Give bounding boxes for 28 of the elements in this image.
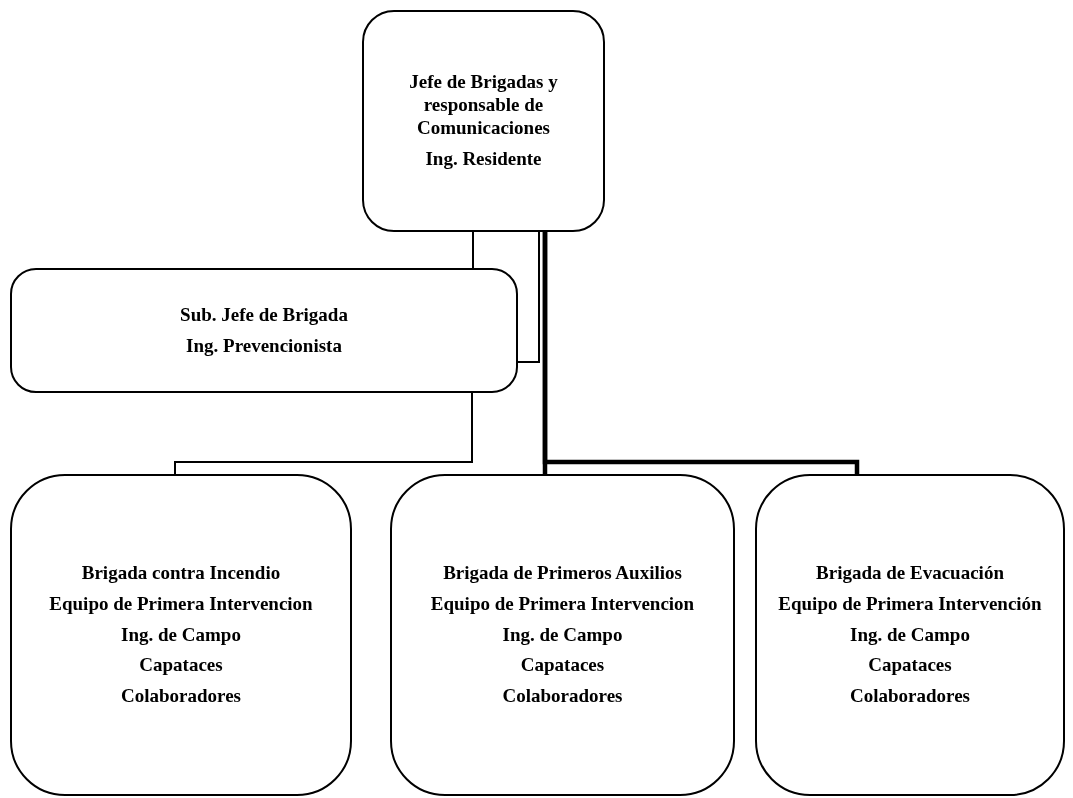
connector-line <box>517 231 540 363</box>
role-detail: Equipo de Primera Intervencion <box>430 592 695 616</box>
org-box <box>10 474 352 796</box>
role-detail: Ing. de Campo <box>121 623 241 647</box>
role-detail: Colaboradores <box>850 685 970 708</box>
connector-line <box>472 231 474 269</box>
role-detail: Colaboradores <box>121 685 241 708</box>
role-detail: Capataces <box>868 654 952 678</box>
role-detail: Ing. de Campo <box>502 623 623 647</box>
org-box <box>362 10 605 232</box>
org-box <box>390 474 735 796</box>
role-title: Brigada contra Incendio <box>81 562 281 585</box>
connector-line <box>542 232 860 474</box>
role-title: Jefe de Brigadas y responsable de Comunicaciones <box>408 71 559 140</box>
org-box <box>755 474 1065 796</box>
role-detail: Ing. de Campo <box>850 623 970 647</box>
role-title: Sub. Jefe de Brigada <box>180 303 348 327</box>
role-detail: Equipo de Primera Intervencion <box>49 592 313 616</box>
org-box <box>10 268 518 393</box>
role-detail: Capataces <box>520 654 605 678</box>
role-detail: Ing. Residente <box>425 147 542 171</box>
role-detail: Colaboradores <box>502 685 623 708</box>
role-title: Brigada de Primeros Auxilios <box>443 562 682 585</box>
role-detail: Capataces <box>139 654 223 678</box>
role-detail: Ing. Prevencionista <box>186 334 342 358</box>
role-detail: Equipo de Primera Intervención <box>778 592 1042 616</box>
connector-line <box>174 392 473 475</box>
role-title: Brigada de Evacuación <box>816 562 1004 585</box>
